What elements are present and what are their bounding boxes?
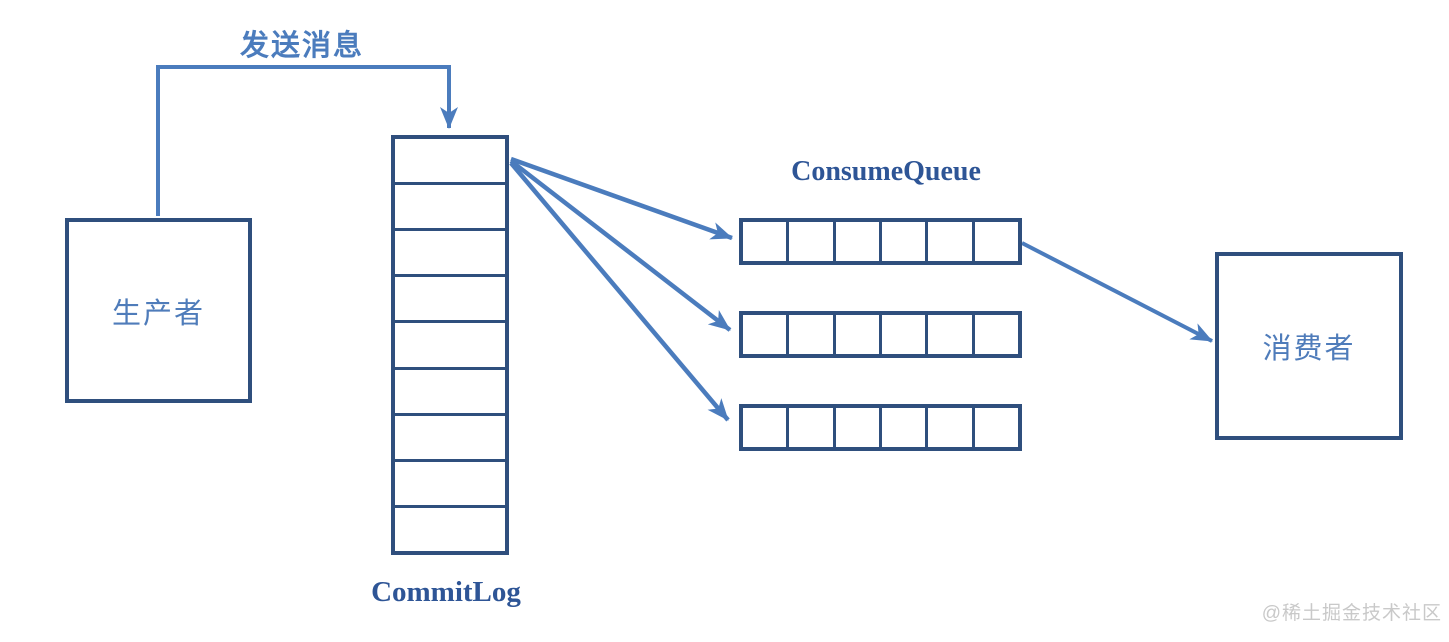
commitlog-cell xyxy=(395,320,505,366)
consumequeue-title: ConsumeQueue xyxy=(791,156,981,187)
consume-queue-cell xyxy=(743,222,786,261)
commitlog-cell xyxy=(395,366,505,413)
commitlog-cell xyxy=(395,228,505,274)
commitlog-cell xyxy=(395,182,505,228)
consume-queue-cell xyxy=(878,222,925,261)
commitlog-cell xyxy=(395,274,505,320)
consume-queue-row xyxy=(739,404,1022,451)
commitlog-to-queue1-arrow xyxy=(510,156,733,241)
consume-queue-row xyxy=(739,311,1022,358)
consume-queue-cell xyxy=(832,222,879,261)
consume-queue-cell xyxy=(786,222,832,261)
consume-queue-cell xyxy=(832,315,879,354)
consumer-label: 消费者 xyxy=(1262,333,1356,365)
consume-queue-cell xyxy=(925,315,971,354)
consume-queue-cell xyxy=(925,222,971,261)
commitlog-to-queue3-arrow xyxy=(509,161,730,422)
consume-queue-cell xyxy=(878,408,925,447)
send-message-label: 发送消息 xyxy=(240,30,365,62)
consumer-box: 消费者 xyxy=(1215,252,1403,440)
consume-queue-row xyxy=(739,218,1022,265)
commitlog-to-queue2-arrow xyxy=(509,159,732,332)
consume-queue-cell xyxy=(878,315,925,354)
consume-queue-cell xyxy=(971,222,1018,261)
commitlog-cell xyxy=(395,412,505,459)
producer-box: 生产者 xyxy=(65,218,252,403)
commitlog-title: CommitLog xyxy=(371,576,521,608)
consume-queue-cell xyxy=(786,408,832,447)
commitlog-cell xyxy=(395,139,505,182)
commitlog-stack xyxy=(391,135,509,555)
commitlog-cell xyxy=(395,504,505,551)
producer-label: 生产者 xyxy=(111,297,205,330)
consume-queue-cell xyxy=(786,315,832,354)
watermark: @稀土掘金技术社区 xyxy=(1261,603,1442,624)
commitlog-cell xyxy=(395,458,505,505)
consume-queue-cell xyxy=(743,408,786,447)
consume-queue-cell xyxy=(925,408,971,447)
consume-queue-cell xyxy=(971,408,1018,447)
consume-queue-cell xyxy=(971,315,1018,354)
queue1-to-consumer-arrow xyxy=(1021,241,1213,343)
consume-queue-cell xyxy=(832,408,879,447)
consume-queue-cell xyxy=(743,315,786,354)
